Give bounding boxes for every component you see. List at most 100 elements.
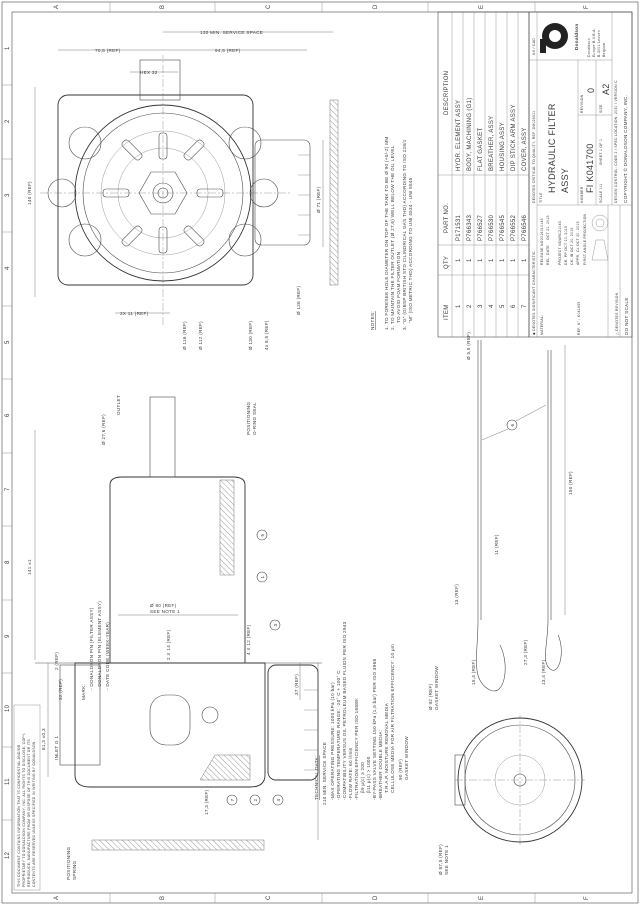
zone-number: 3 <box>5 193 11 197</box>
note-line: TO AVOID FOAM FORMATION <box>396 252 401 323</box>
zone-number: 10 <box>5 704 11 712</box>
notes-title: NOTES: <box>370 311 375 330</box>
technical-data-line: CELLULOSE MEDIA FOR AIR FILTRATION EFFIC… <box>390 644 395 793</box>
dimension-label: 15,4 (REF) <box>471 659 476 685</box>
drawn-by: DR. PP OCT 20, 2015 <box>564 226 568 265</box>
description-cell: DIP STICK ARM ASSY <box>511 104 517 171</box>
technical-data-line: β9 μ(c) ≥ 200 <box>360 762 365 793</box>
first-angle-projection-symbol <box>591 214 609 261</box>
dimension-label: Ø 87,5 (REF) <box>438 844 443 875</box>
critical-note: DENOTES CRITICAL TO QUALITY, REF. DM0293… <box>532 111 536 203</box>
drawing-number: FI K041700 <box>585 143 595 193</box>
part-no-cell: P171531 <box>456 215 462 241</box>
confidential-line: CONTENTS ARE RESERVED UNLESS SPECIFIED I… <box>32 740 36 887</box>
table-row: 1 1 P171531 HYDR. ELEMENT ASSY <box>456 100 462 308</box>
field-label: SIZE <box>599 104 603 113</box>
dimension-label: Ø 126 (REF) <box>296 285 301 315</box>
dipstick-view: 150 (REF) Ø 5,5 (REF) 11 (REF) 13 (REF) … <box>454 332 573 692</box>
balloon-label: 7 <box>230 799 235 802</box>
technical-data-line: -FLOW RATE: 60 l/min <box>348 747 353 800</box>
zone-letter: D <box>373 895 379 900</box>
dimension-label: 2X 11 (REF) <box>120 311 149 316</box>
dimension-label: 210 MIN. SERVICE SPACE <box>322 742 327 805</box>
outlet-tube <box>149 396 176 478</box>
dimension-label: 70,5 (REF) <box>95 48 121 53</box>
confidential-line: PROPRIETARY TO DONALDSON COMPANY, INC. A… <box>22 733 26 887</box>
dimension-label: 27,3 (REF) <box>523 639 528 665</box>
title-block: ◆ DENOTES SIGNIFICANT CHARACTERISTIC DEN… <box>528 11 633 338</box>
zone-number: 5 <box>5 340 11 344</box>
outlet-label: OUTLET <box>116 395 121 415</box>
column-header: QTY <box>444 256 450 269</box>
balloon-label: 3 <box>273 624 278 627</box>
drawing-title: HYDRAULIC FILTER <box>547 103 557 193</box>
item-cell: 2 <box>467 304 473 308</box>
zone-letter: E <box>479 5 485 9</box>
item-cell: 6 <box>511 304 517 308</box>
field-label: PROJECT NO <box>558 240 562 265</box>
dimension-label: 90 (REF) <box>398 759 403 780</box>
part-no-cell: P766530 <box>489 215 495 241</box>
dimension-label: 11 (REF) <box>494 534 499 555</box>
dimension-label: 130 MIN. SERVICE SPACE <box>200 30 263 35</box>
item-cell: 5 <box>500 304 506 308</box>
address-line: Belgium <box>602 43 606 57</box>
project-number: ARC21043 <box>558 221 562 240</box>
mark-label: - DONALDSON P/N (ELEMENT ASSY) <box>97 601 102 690</box>
dimension-label: Ø 5,5 (REF) <box>466 332 471 360</box>
tank-wall <box>329 99 339 286</box>
dimension-label: 4 X 12 (REF) <box>246 624 251 655</box>
description-cell: COVER, ASSY <box>522 127 528 171</box>
dimension-label: 94,5 (REF) <box>215 48 241 53</box>
zone-letter: F <box>584 5 590 9</box>
inlet-label: INLET G 1 <box>54 736 59 760</box>
technical-data-line: -BY-PASS VALVE SETTING 150 kPa (1,5 bar)… <box>372 659 377 800</box>
field-label: REL. DATE <box>546 245 550 265</box>
balloon-label: 4 <box>276 799 281 802</box>
material-label: MATERIAL: <box>540 315 544 335</box>
zone-letter: B <box>160 5 166 9</box>
release-number: 2016010143 <box>540 218 544 240</box>
technical-data-title: TECHNICAL DATA: <box>314 756 319 801</box>
breather-cover <box>254 139 311 246</box>
zone-number: 4 <box>5 266 11 270</box>
checked-by: CK. IB OCT 20, 2015 <box>570 227 574 265</box>
qty-cell: 1 <box>511 258 517 262</box>
sheet-size: A2 <box>601 83 611 95</box>
zone-number: 9 <box>5 634 11 638</box>
item-cell: 3 <box>478 304 484 308</box>
drawing-title: ASSY <box>560 168 570 193</box>
reference-number: REF. N° : K041655 <box>577 301 581 335</box>
part-no-cell: P766546 <box>522 215 528 241</box>
dimension-label: Ø 92 (REF) <box>428 683 433 710</box>
zone-number: 7 <box>5 487 11 491</box>
technical-data-line: T.R.A.P. MOISTURE REMOVAL MEDIA <box>384 702 389 793</box>
do-not-scale: DO NOT SCALE <box>624 297 629 335</box>
zone-number: 1 <box>5 46 11 50</box>
parts-list: ITEM QTY PART NO. DESCRIPTION 1 1 P17153… <box>437 11 530 338</box>
zone-letter: D <box>373 4 379 9</box>
balloon-label: 2 <box>253 799 258 802</box>
address-line: B-3001 Leuven <box>597 30 601 57</box>
column-header: DESCRIPTION <box>444 71 450 115</box>
description-cell: HYDR. ELEMENT ASSY <box>456 100 462 171</box>
confidential-line: REPRODUCE, MANUFACTURE FROM OR DISPOSE O… <box>27 739 31 887</box>
address-line: Donaldson <box>587 38 591 57</box>
revision-value: 0 <box>586 88 596 93</box>
description-cell: BODY, MACHINING (G1) <box>467 97 473 171</box>
note-line: 2. TO MAINTAIN THE FILTER OUTLET (Ø 27,6… <box>390 145 395 330</box>
dimension-label: Ø 71 (REF) <box>316 186 321 213</box>
column-header: PART NO. <box>444 203 450 233</box>
dimension-label: 37 (REF) <box>294 674 299 695</box>
revision-note: △ DENOTES REVISION <box>615 292 619 335</box>
projection-label: FIRST ANGLE PROJECTION <box>583 213 587 265</box>
dimension-label: SEE NOTE 1 <box>150 609 180 614</box>
zone-letter: A <box>54 5 60 9</box>
dimension-label: 13 (REF) <box>454 584 459 605</box>
floor-wall <box>91 839 265 851</box>
item-cell: 4 <box>489 304 495 308</box>
copyright: COPYRIGHT © DONALDSON COMPANY, INC. <box>622 95 628 203</box>
dimension-label: 81,3 ±0,3 <box>41 728 46 750</box>
part-no-cell: P766552 <box>511 215 517 241</box>
